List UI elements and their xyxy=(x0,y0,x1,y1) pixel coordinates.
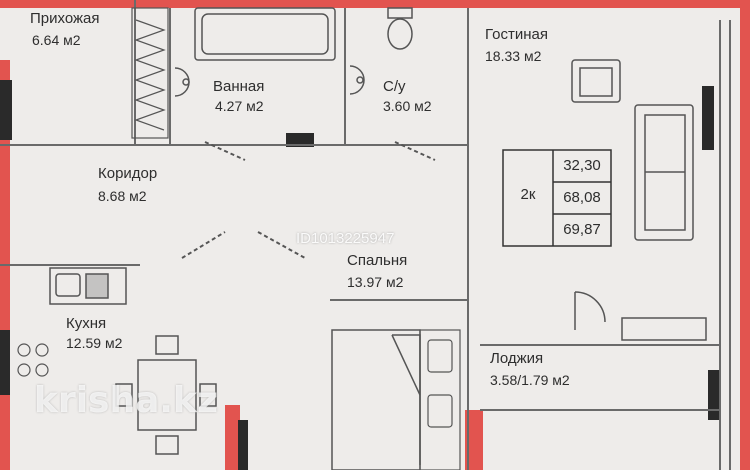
interior-walls xyxy=(0,0,731,470)
corridor-label: Коридор xyxy=(98,165,158,182)
wardrobe xyxy=(131,7,169,139)
loggia-label: Лоджия xyxy=(490,350,544,367)
bedroom-wardrobe xyxy=(419,329,461,470)
living-label: Гостиная xyxy=(485,26,548,43)
loggia-door xyxy=(574,291,707,341)
kitchen-area: 12.59 м2 xyxy=(66,335,123,351)
stove xyxy=(17,343,49,377)
hallway-area: 6.64 м2 xyxy=(32,32,81,48)
bathtub xyxy=(194,7,336,61)
area-summary-frame xyxy=(502,149,612,247)
apartment-type: 2к xyxy=(520,186,536,203)
armchair xyxy=(571,59,621,103)
total-with-loggia: 69,87 xyxy=(563,221,601,238)
krisha-logo-watermark: krisha.kz xyxy=(34,380,218,421)
loggia-area: 3.58/1.79 м2 xyxy=(490,372,570,388)
toilet xyxy=(387,7,413,50)
total-area: 68,08 xyxy=(563,189,601,206)
door-swings xyxy=(181,141,436,259)
bathroom-label: Ванная xyxy=(213,78,265,95)
living-area-total: 32,30 xyxy=(563,157,601,174)
corridor-area: 8.68 м2 xyxy=(98,188,147,204)
hallway-label: Прихожая xyxy=(30,10,100,27)
bathroom-area: 4.27 м2 xyxy=(215,98,264,114)
wall-columns xyxy=(0,80,720,470)
bedroom-label: Спальня xyxy=(347,252,408,269)
living-area: 18.33 м2 xyxy=(485,48,542,64)
sofa xyxy=(634,104,694,241)
sink-bathroom xyxy=(174,67,190,97)
bedroom-area: 13.97 м2 xyxy=(347,274,404,290)
wc-area: 3.60 м2 xyxy=(383,98,432,114)
dining-table xyxy=(115,335,217,455)
listing-id-watermark: ID1013225947 xyxy=(296,230,395,247)
kitchen-counter xyxy=(49,267,127,305)
wc-label: С/у xyxy=(383,78,406,95)
kitchen-label: Кухня xyxy=(66,315,107,332)
sink-wc xyxy=(349,65,365,95)
